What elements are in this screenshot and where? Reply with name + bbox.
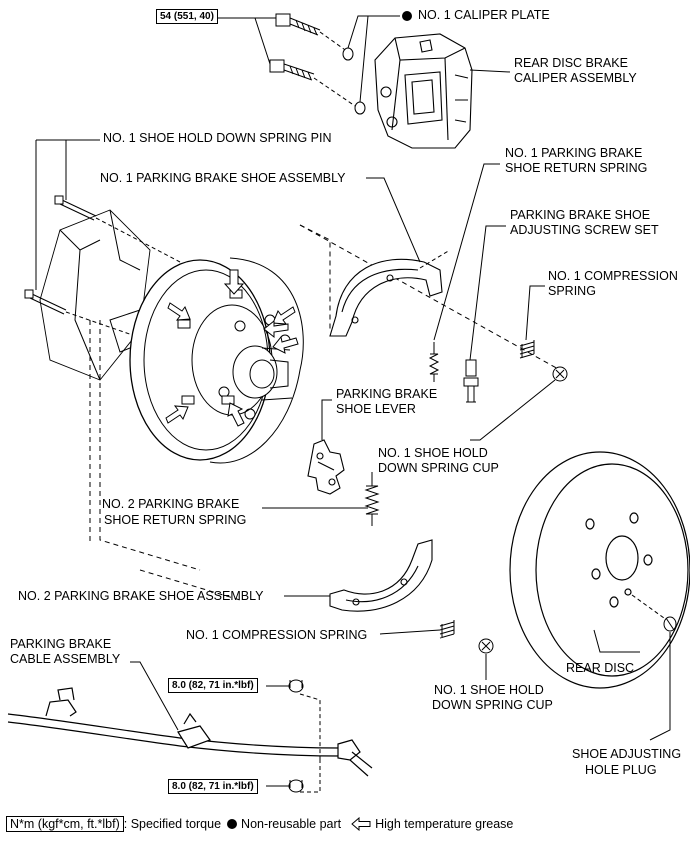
label-spring-cup-bottom-a: NO. 1 SHOE HOLD	[434, 683, 544, 697]
cable-bolt-bottom	[288, 779, 304, 793]
label-compression-spring-top-b: SPRING	[548, 284, 596, 298]
rear-disc-drawing	[509, 451, 690, 689]
caliper-bolt-lower	[269, 59, 315, 81]
label-hold-down-pin: NO. 1 SHOE HOLD DOWN SPRING PIN	[103, 131, 332, 145]
grease-arrow-icon	[351, 816, 371, 832]
return-spring-2	[364, 472, 380, 526]
adjusting-screw-set	[463, 359, 479, 403]
legend: N*m (kgf*cm, ft.*lbf): Specified torque N…	[6, 816, 514, 832]
label-hole-plug-b: HOLE PLUG	[585, 763, 657, 777]
parking-shoe-1	[329, 258, 443, 337]
hold-down-pin-upper	[54, 195, 97, 221]
spring-cup-bottom	[478, 638, 494, 654]
label-adjusting-screw-a: PARKING BRAKE SHOE	[510, 208, 651, 222]
label-compression-spring-top-a: NO. 1 COMPRESSION	[548, 269, 678, 283]
label-adjusting-screw-b: ADJUSTING SCREW SET	[510, 223, 659, 237]
backing-plate-hub	[39, 209, 304, 464]
compression-spring-bottom	[439, 620, 455, 639]
parking-shoe-lever	[307, 439, 345, 495]
grease-arrows	[165, 269, 299, 427]
label-compression-spring-bottom: NO. 1 COMPRESSION SPRING	[186, 628, 368, 642]
label-spring-cup-top-a: NO. 1 SHOE HOLD	[378, 446, 488, 460]
spring-cup-top	[552, 366, 568, 382]
label-caliper-assembly-2: CALIPER ASSEMBLY	[514, 71, 637, 85]
compression-spring-top	[519, 340, 535, 359]
label-return-spring-2-a: NO. 2 PARKING BRAKE	[102, 497, 240, 511]
torque-caliper-bolt: 54 (551, 40)	[156, 9, 218, 24]
label-shoe-assembly-1: NO. 1 PARKING BRAKE SHOE ASSEMBLY	[100, 171, 346, 185]
parking-brake-cable	[7, 687, 373, 777]
hole-plug	[663, 616, 677, 632]
parking-shoe-2	[329, 539, 433, 612]
label-shoe-assembly-2: NO. 2 PARKING BRAKE SHOE ASSEMBLY	[18, 589, 264, 603]
caliper-plate-washer-lower	[354, 101, 366, 115]
label-cable-b: CABLE ASSEMBLY	[10, 652, 121, 666]
label-caliper-plate: NO. 1 CALIPER PLATE	[418, 8, 550, 22]
legend-grease-text: High temperature grease	[375, 817, 514, 831]
return-spring-1	[428, 342, 440, 382]
legend-torque-unit: N*m (kgf*cm, ft.*lbf)	[6, 816, 124, 832]
non-reusable-dot-icon	[227, 819, 238, 829]
label-return-spring-1-a: NO. 1 PARKING BRAKE	[505, 146, 643, 160]
label-rear-disc: REAR DISC	[566, 661, 635, 675]
label-shoe-lever-b: SHOE LEVER	[336, 402, 416, 416]
label-hole-plug-a: SHOE ADJUSTING	[572, 747, 682, 761]
hold-down-pin-lower	[24, 289, 67, 315]
label-shoe-lever-a: PARKING BRAKE	[336, 387, 438, 401]
caliper-assembly-drawing	[374, 33, 473, 149]
label-spring-cup-top-b: DOWN SPRING CUP	[378, 461, 499, 475]
legend-nonreusable-text: Non-reusable part	[241, 817, 342, 831]
torque-cable-bolt-bottom: 8.0 (82, 71 in.*lbf)	[168, 779, 258, 794]
label-return-spring-2-b: SHOE RETURN SPRING	[104, 513, 247, 527]
caliper-bolt-upper	[275, 13, 321, 36]
label-spring-cup-bottom-b: DOWN SPRING CUP	[432, 698, 553, 712]
legend-torque-text: : Specified torque	[123, 817, 222, 831]
non-reusable-marker-icon	[402, 11, 412, 21]
cable-bolt-top	[288, 679, 304, 693]
label-cable-a: PARKING BRAKE	[10, 637, 112, 651]
caliper-plate-washer-upper	[342, 47, 354, 61]
torque-cable-bolt-top: 8.0 (82, 71 in.*lbf)	[168, 678, 258, 693]
label-return-spring-1-b: SHOE RETURN SPRING	[505, 161, 648, 175]
label-caliper-assembly-1: REAR DISC BRAKE	[514, 56, 628, 70]
